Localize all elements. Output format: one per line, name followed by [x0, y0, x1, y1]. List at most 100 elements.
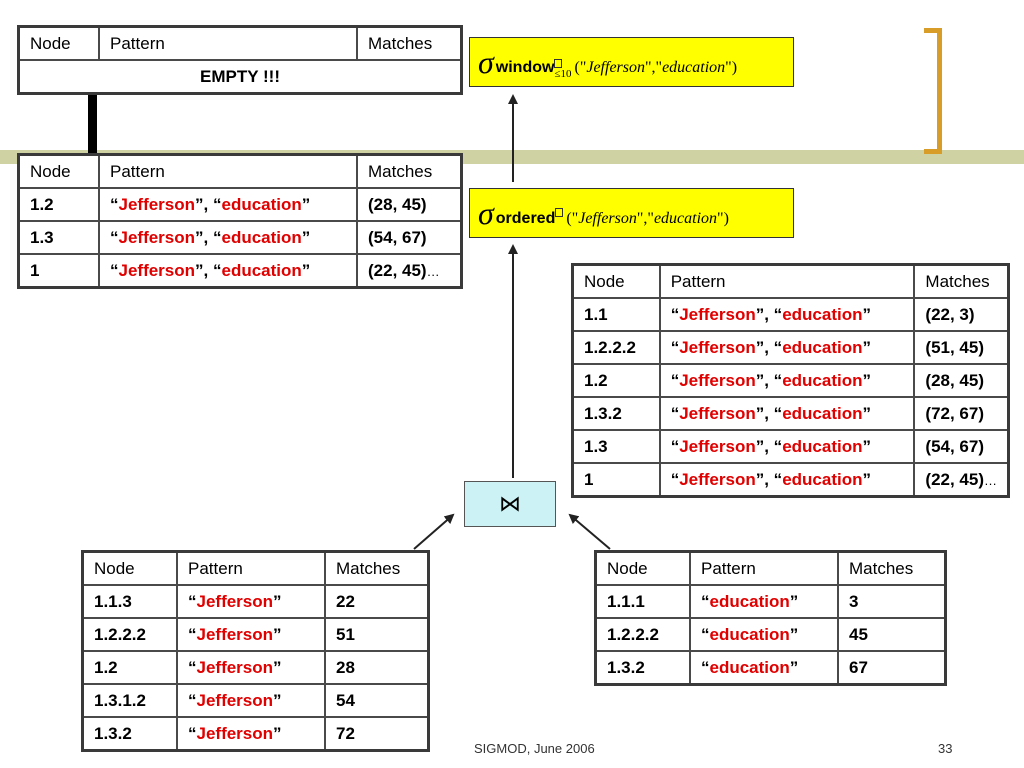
cell-pattern: “Jefferson”: [176, 650, 326, 685]
table-row: 1.3 “Jefferson”, “education” (54, 67): [571, 429, 1010, 464]
cell-pattern: “Jefferson”, “education”: [658, 396, 916, 431]
table-row: 1.1.1 “education” 3: [594, 584, 947, 619]
pattern-term: Jefferson: [118, 260, 196, 280]
header-matches: Matches: [837, 550, 947, 586]
cell-matches: 28: [324, 650, 430, 685]
header-matches: Matches: [913, 263, 1010, 299]
operator-name: window: [495, 59, 555, 76]
cell-node: 1.3.1.2: [81, 683, 178, 718]
footer-page-number: 33: [938, 741, 953, 756]
table-row: 1.2 “Jefferson”, “education” (28, 45): [571, 363, 1010, 398]
arrow-jefferson-to-join: [413, 513, 455, 550]
sigma-symbol: σ: [478, 44, 494, 80]
cell-node: 1.3.2: [571, 396, 661, 431]
cell-node: 1.2: [81, 650, 178, 685]
pattern-term: education: [709, 591, 790, 611]
pattern-term: education: [782, 436, 863, 456]
cell-matches: 67: [837, 650, 947, 686]
cell-matches: (54, 67): [356, 220, 463, 255]
pattern-term: Jefferson: [196, 657, 274, 677]
cell-matches: (22, 3): [913, 297, 1010, 332]
pattern-term: education: [782, 469, 863, 489]
table-row: 1.3 “Jefferson”, “education” (54, 67): [17, 220, 463, 255]
pattern-term: Jefferson: [196, 690, 274, 710]
cell-node: 1: [17, 253, 100, 289]
pattern-term: Jefferson: [196, 624, 274, 644]
cell-node: 1: [571, 462, 661, 498]
operator-subscript: ≤10: [554, 58, 571, 80]
pattern-term: education: [782, 304, 863, 324]
cell-node: 1.1: [571, 297, 661, 332]
join-icon: ⋈: [499, 491, 521, 516]
header-node: Node: [81, 550, 178, 586]
pattern-term: Jefferson: [679, 403, 756, 423]
join-operator: ⋈: [464, 481, 556, 527]
cell-matches: (28, 45): [913, 363, 1010, 398]
cell-matches: (22, 45)…: [913, 462, 1010, 498]
cell-pattern: “Jefferson”, “education”: [658, 330, 916, 365]
operator-subscript: [555, 208, 564, 218]
cell-matches: 45: [837, 617, 947, 652]
pattern-term: Jefferson: [679, 304, 756, 324]
header-matches: Matches: [356, 25, 463, 61]
footer-venue: SIGMOD, June 2006: [474, 741, 595, 756]
header-pattern: Pattern: [689, 550, 839, 586]
connector-bar: [88, 93, 97, 153]
cell-node: 1.1.3: [81, 584, 178, 619]
pattern-term: education: [709, 624, 790, 644]
pattern-term: Jefferson: [118, 194, 196, 214]
table-row: 1.1.3 “Jefferson” 22: [81, 584, 430, 619]
table-row: 1.3.1.2 “Jefferson” 54: [81, 683, 430, 718]
table-row: 1 “Jefferson”, “education” (22, 45)…: [571, 462, 1010, 498]
table-jefferson: Node Pattern Matches 1.1.3 “Jefferson” 2…: [81, 550, 430, 752]
header-pattern: Pattern: [98, 25, 358, 61]
pattern-term: Jefferson: [679, 337, 756, 357]
cell-pattern: “Jefferson”, “education”: [658, 462, 916, 498]
table-window-input: Node Pattern Matches 1.2 “Jefferson”, “e…: [17, 153, 463, 289]
table-row: 1.3.2 “Jefferson”, “education” (72, 67): [571, 396, 1010, 431]
table-row: 1.2.2.2 “education” 45: [594, 617, 947, 652]
pattern-term: education: [221, 227, 302, 247]
sigma-symbol: σ: [478, 195, 494, 231]
cell-matches: (72, 67): [913, 396, 1010, 431]
table-join-output: Node Pattern Matches 1.1 “Jefferson”, “e…: [571, 263, 1010, 498]
operator-name: ordered: [495, 210, 556, 227]
pattern-term: Jefferson: [196, 723, 274, 743]
cell-node: 1.2.2.2: [81, 617, 178, 652]
cell-node: 1.1.1: [594, 584, 691, 619]
cell-matches: 72: [324, 716, 430, 752]
cell-pattern: “Jefferson”: [176, 584, 326, 619]
table-row: 1.2.2.2 “Jefferson”, “education” (51, 45…: [571, 330, 1010, 365]
header-pattern: Pattern: [98, 153, 358, 189]
pattern-term: Jefferson: [679, 370, 756, 390]
header-matches: Matches: [356, 153, 463, 189]
pattern-term: education: [782, 337, 863, 357]
pattern-term: Jefferson: [196, 591, 274, 611]
table-row: 1.1 “Jefferson”, “education” (22, 3): [571, 297, 1010, 332]
cell-matches: (22, 45)…: [356, 253, 463, 289]
header-node: Node: [17, 153, 100, 189]
cell-node: 1.3: [571, 429, 661, 464]
operator-args: ("Jefferson","education"): [574, 59, 738, 76]
pattern-term: education: [782, 403, 863, 423]
operator-window: σ window ≤10 ("Jefferson","education"): [469, 37, 794, 87]
table-row: 1.3.2 “education” 67: [594, 650, 947, 686]
cell-pattern: “Jefferson”, “education”: [658, 363, 916, 398]
pattern-term: Jefferson: [679, 469, 756, 489]
table-row: 1.2.2.2 “Jefferson” 51: [81, 617, 430, 652]
table-empty: Node Pattern Matches EMPTY !!!: [17, 25, 463, 95]
arrow-education-to-join: [568, 513, 611, 550]
cell-node: 1.2: [17, 187, 100, 222]
header-node: Node: [17, 25, 100, 61]
header-matches: Matches: [324, 550, 430, 586]
cell-matches: (54, 67): [913, 429, 1010, 464]
header-node: Node: [571, 263, 661, 299]
decorative-bracket: [924, 28, 942, 154]
cell-node: 1.3.2: [594, 650, 691, 686]
pattern-term: education: [221, 194, 302, 214]
cell-matches: 51: [324, 617, 430, 652]
cell-pattern: “Jefferson”, “education”: [98, 253, 358, 289]
cell-pattern: “Jefferson”: [176, 617, 326, 652]
cell-node: 1.2.2.2: [594, 617, 691, 652]
pattern-term: Jefferson: [118, 227, 196, 247]
